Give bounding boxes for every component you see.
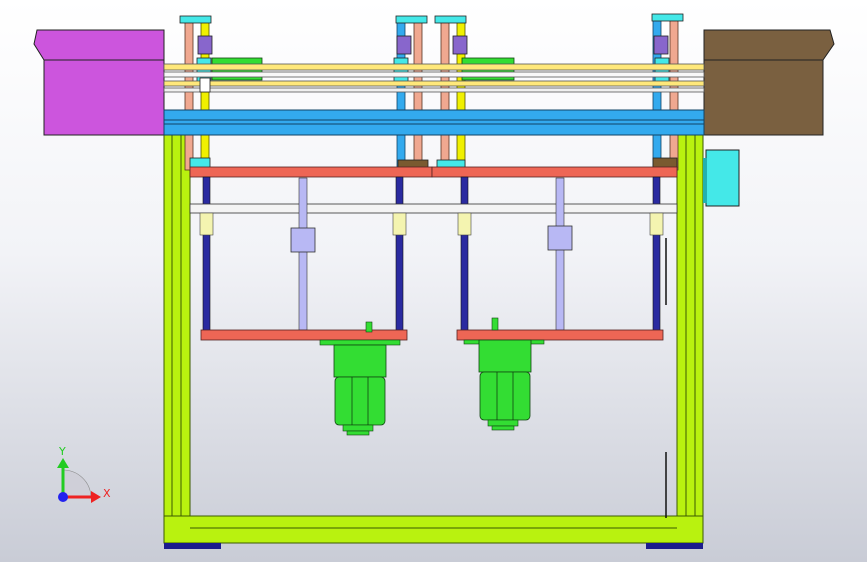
triad-arc: [62, 469, 92, 498]
lead-screws: [290, 177, 573, 331]
navy-rods: [202, 176, 661, 333]
cyan-side-box: [705, 149, 740, 207]
right-block: [703, 29, 835, 136]
orientation-triad[interactable]: Y X: [57, 445, 111, 503]
slider-blocks: [197, 35, 669, 55]
triad-z-axis: [58, 492, 68, 502]
upper-rods: [184, 19, 679, 171]
foot-right: [646, 543, 703, 549]
frame-bottom-beam: [163, 515, 704, 544]
triad-y-label: Y: [58, 445, 66, 458]
guide-rails: [163, 63, 705, 93]
triad-x-label: X: [103, 487, 111, 500]
motor-left: [319, 321, 401, 436]
white-crossbar: [189, 203, 678, 214]
foot-left: [164, 543, 221, 549]
blue-beam: [163, 109, 705, 136]
upper-plate: [189, 166, 678, 178]
left-block: [33, 29, 165, 136]
motor-right: [463, 317, 545, 431]
lower-plates: [200, 329, 664, 341]
bushings: [199, 212, 664, 236]
frame-left-post: [163, 129, 191, 544]
frame: [163, 129, 704, 549]
frame-right-post: [676, 129, 704, 544]
